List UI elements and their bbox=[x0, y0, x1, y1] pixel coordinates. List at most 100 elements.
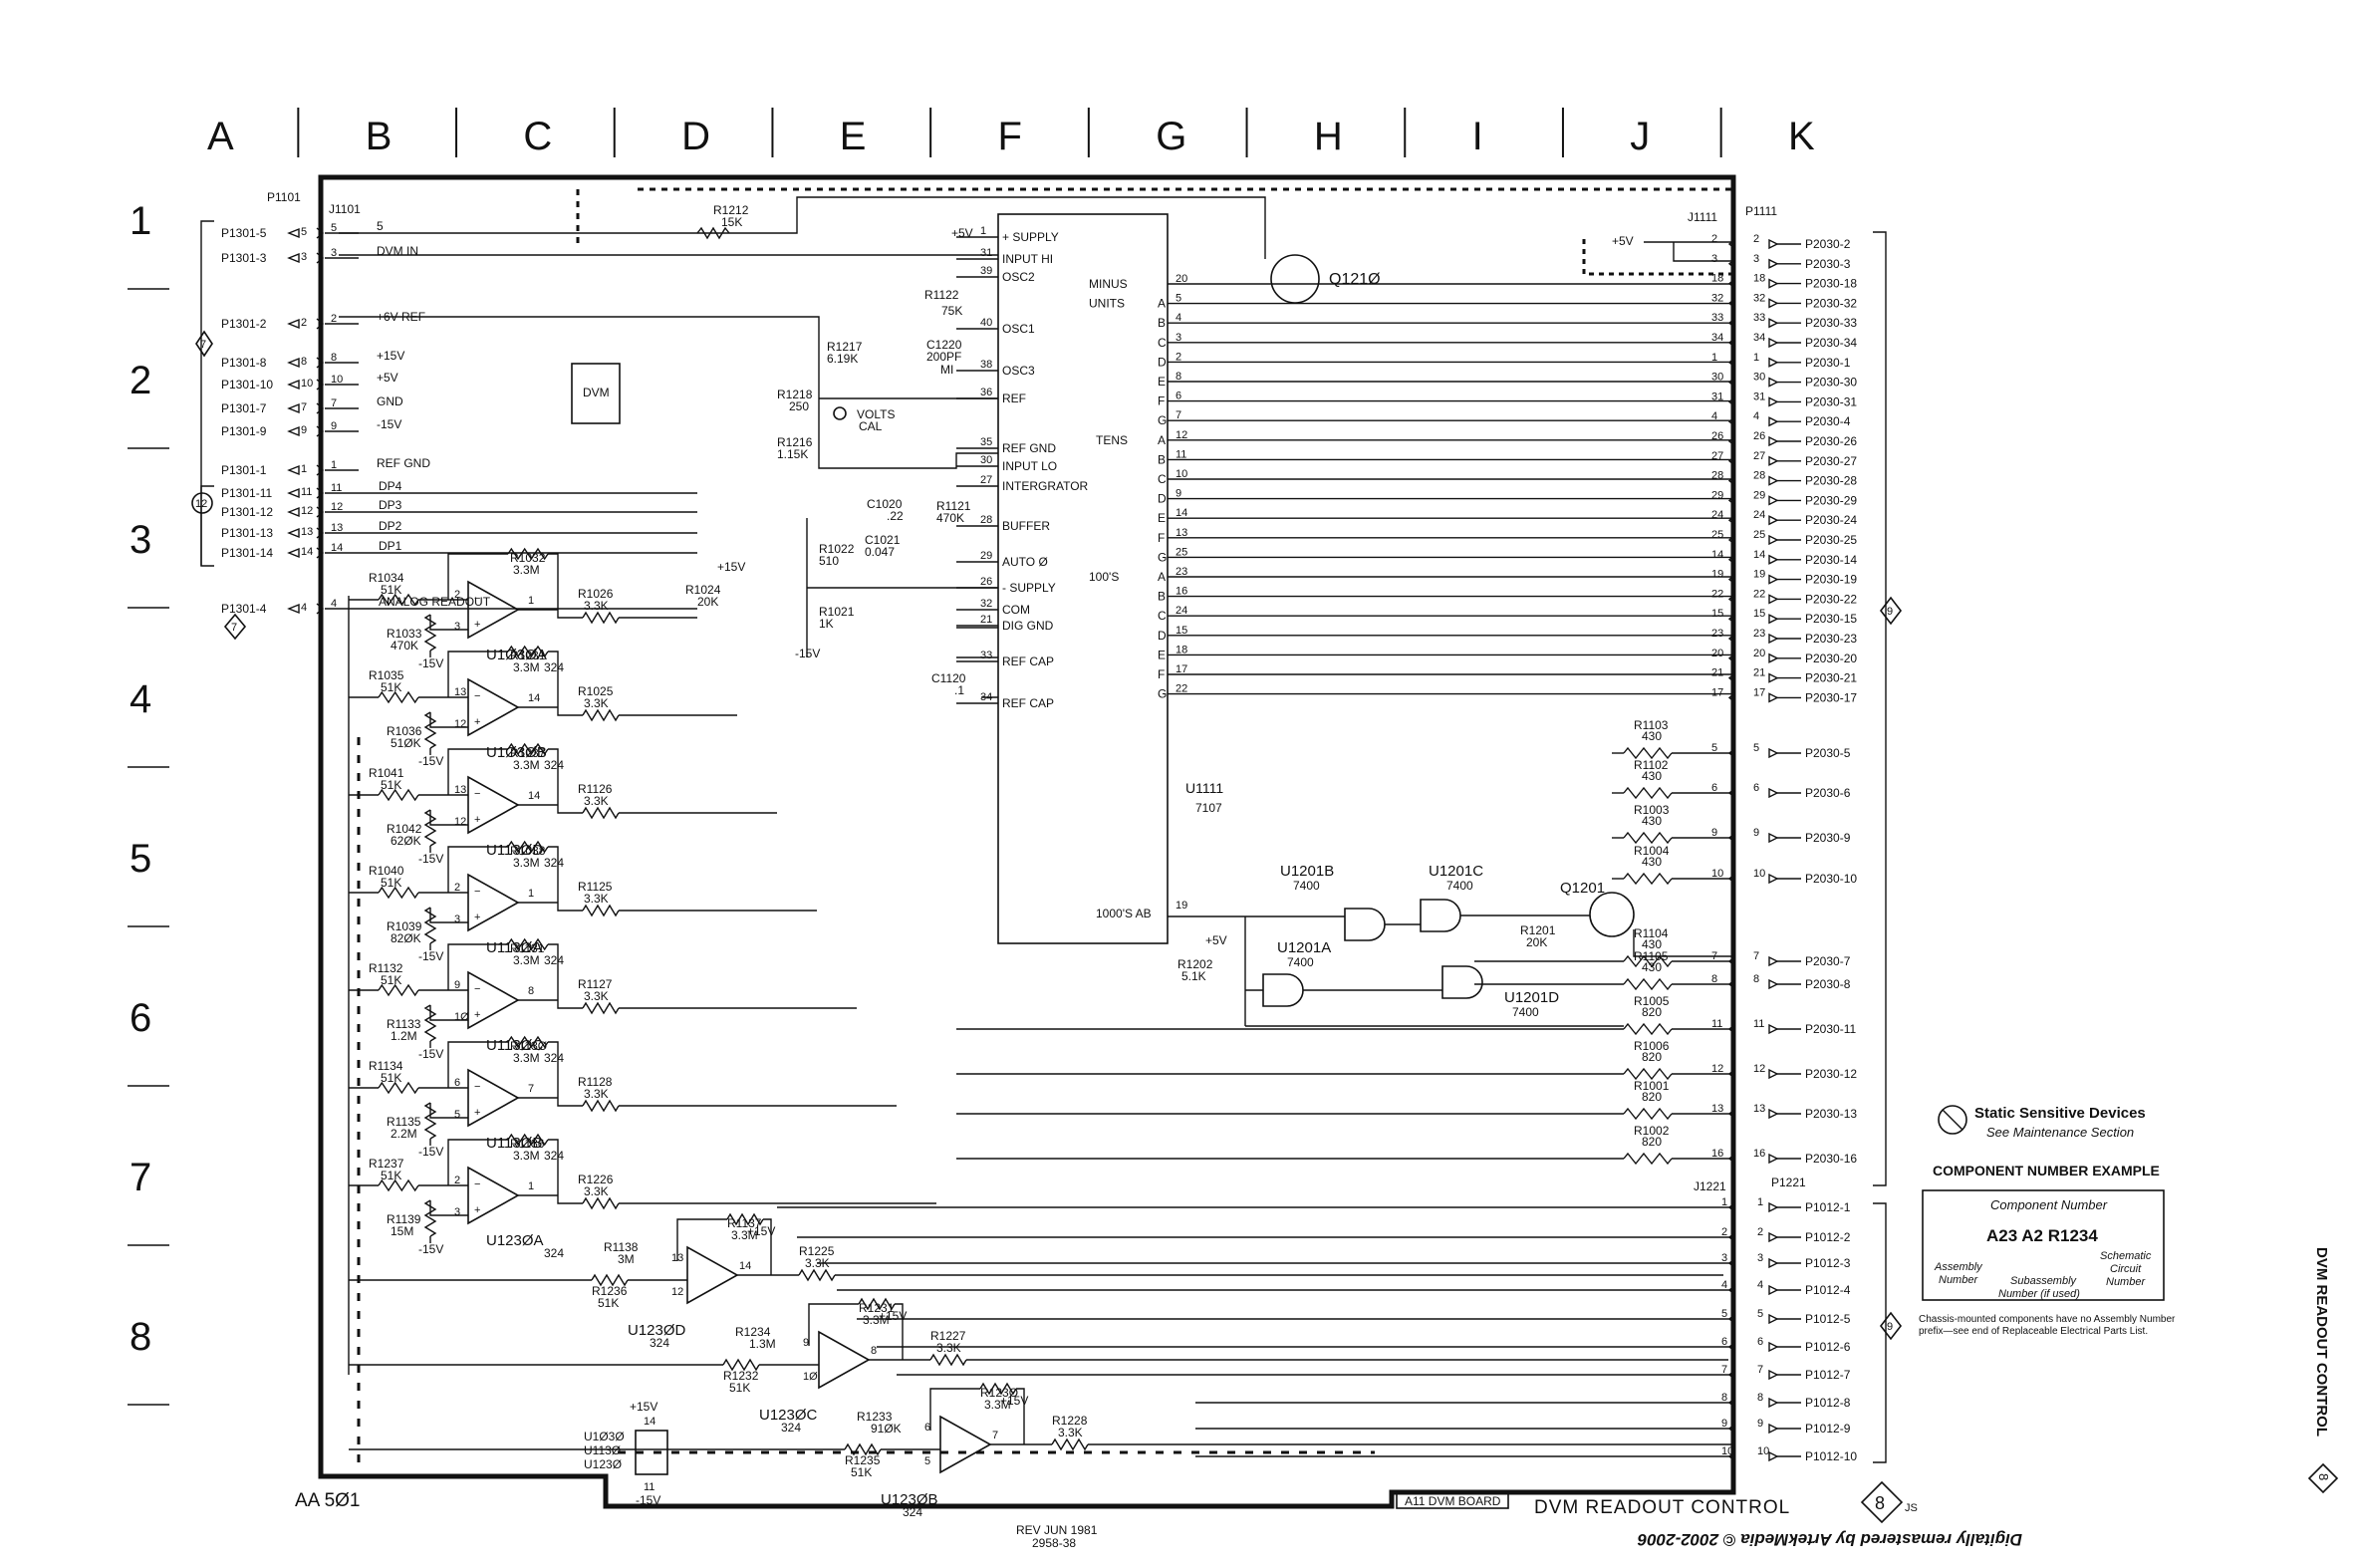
connector-arrow-icon bbox=[287, 527, 325, 539]
left-pin-number: 14 bbox=[301, 546, 313, 558]
opamp-pin-out: 1 bbox=[528, 1180, 534, 1192]
left-pin-name: P1301-9 bbox=[221, 424, 267, 438]
opamp-part: 324 bbox=[544, 758, 564, 772]
opamp-part: 324 bbox=[903, 1505, 922, 1519]
u1111-segment-label: B bbox=[1158, 590, 1166, 604]
connector-arrow-icon bbox=[287, 506, 325, 518]
c1120-label: C1120 bbox=[931, 671, 966, 685]
u1111-pin-number: 26 bbox=[980, 576, 992, 588]
right-net-label: P2030-6 bbox=[1805, 786, 1851, 800]
resistor-icon bbox=[507, 1035, 549, 1049]
left-pin-name: P1301-10 bbox=[221, 378, 273, 392]
c1220-value: 200PF bbox=[926, 350, 961, 364]
u1111-segment-label: F bbox=[1158, 531, 1165, 545]
c1021-label: C1021 bbox=[865, 533, 901, 547]
diagram-title: DVM READOUT CONTROL bbox=[1534, 1497, 1790, 1518]
right-plug-number: 22 bbox=[1753, 588, 1765, 600]
p1012-plug-number: 10 bbox=[1757, 1445, 1769, 1457]
right-plug-number: 12 bbox=[1753, 1063, 1765, 1075]
connector-arrow-icon bbox=[1727, 574, 1779, 586]
rshunt-value: 2.2M bbox=[391, 1127, 417, 1141]
connector-arrow-icon bbox=[1727, 258, 1779, 270]
r1122-label: R1122 bbox=[924, 288, 959, 302]
connector-arrow-icon bbox=[287, 547, 325, 559]
right-plug-number: 4 bbox=[1753, 410, 1759, 422]
right-jack-number: 29 bbox=[1711, 489, 1723, 501]
opamp-part: 324 bbox=[650, 1336, 669, 1350]
opamp-stage: −+231U1Ø3ØA324R103451KR1033470KR10323.3M… bbox=[349, 547, 697, 674]
r1121-value: 470K bbox=[936, 511, 964, 525]
right-plug-number: 21 bbox=[1753, 667, 1765, 679]
connector-arrow-icon bbox=[287, 487, 325, 499]
q1210-transistor bbox=[1270, 254, 1320, 304]
opamp-pin-out: 14 bbox=[528, 692, 540, 704]
resistor-icon bbox=[582, 1196, 620, 1210]
right-plug-number: 28 bbox=[1753, 470, 1765, 482]
resistor-icon bbox=[378, 1178, 419, 1192]
opamp-wiring bbox=[349, 1388, 1733, 1450]
rf-value: 3.3M bbox=[513, 1051, 540, 1065]
u1201b-label: U1201B bbox=[1280, 863, 1334, 880]
rin-label: R1132 bbox=[369, 961, 403, 975]
right-plug-number: 9 bbox=[1753, 827, 1759, 839]
rf-value: 3.3M bbox=[513, 758, 540, 772]
p1012-plug-number: 6 bbox=[1757, 1336, 1763, 1348]
opamp-pin-pos: 3 bbox=[454, 914, 460, 925]
u1111-segment-label: B bbox=[1158, 316, 1166, 330]
resistor-icon bbox=[1623, 977, 1673, 991]
p1012-net-label: P1012-3 bbox=[1805, 1256, 1851, 1270]
lower-resistor-label: R1001 bbox=[1634, 1079, 1670, 1093]
left-pin-number: 5 bbox=[301, 226, 307, 238]
opamp-stage: −+657U113ØB324R113451KR11352.2MR113Ø3.3M… bbox=[349, 1035, 897, 1163]
left-jack-number: 7 bbox=[331, 397, 337, 409]
right-jack-number: 34 bbox=[1711, 332, 1723, 344]
u1111-pin-label: REF bbox=[1002, 392, 1026, 405]
u1111-pin-number: 29 bbox=[980, 550, 992, 562]
credit: Digitally remastered by ArtekMedia © 200… bbox=[1637, 1530, 2022, 1549]
u1111-right-pin: 15 bbox=[1176, 625, 1187, 637]
ref-circle-12 bbox=[191, 492, 213, 514]
lower-opamp-stage: 131214U123ØD324R123651KR11383MR11373.3MR… bbox=[349, 1212, 1723, 1350]
resistor-icon bbox=[858, 1297, 896, 1311]
u1111-right-pin: 14 bbox=[1176, 507, 1187, 519]
rshunt-value: 1.3M bbox=[749, 1337, 776, 1351]
opamp-stage: −+131214U1Ø3ØB324R103551KR103651ØKR10313… bbox=[349, 645, 737, 772]
footer: AA 5Ø1 REV JUN 1981 2958-38 A11 DVM BOAR… bbox=[295, 1247, 2339, 1550]
opamp-triangle bbox=[467, 873, 520, 932]
rout-value: 3.3K bbox=[584, 794, 609, 808]
right-jack-number: 20 bbox=[1711, 648, 1723, 659]
p1012-net-label: P1012-4 bbox=[1805, 1283, 1851, 1297]
u1111-right-pin: 13 bbox=[1176, 527, 1187, 539]
right-plug-number: 27 bbox=[1753, 450, 1765, 462]
right-jack-number: 33 bbox=[1711, 312, 1723, 324]
resistor-icon bbox=[582, 1001, 620, 1015]
right-jack-number: 4 bbox=[1711, 410, 1717, 422]
ref-7b: 7 bbox=[231, 622, 237, 634]
lower-resistor-value: 820 bbox=[1642, 1050, 1662, 1064]
u1111-pin-number: 40 bbox=[980, 317, 992, 329]
u1111-pin-label: INPUT HI bbox=[1002, 252, 1053, 266]
u1111-segment-label: D bbox=[1158, 629, 1167, 643]
right-jack-number: 32 bbox=[1711, 292, 1723, 304]
resistor-icon bbox=[582, 708, 620, 722]
plus15-label: +15V bbox=[747, 1224, 775, 1238]
thousands-label: 1000'S AB bbox=[1096, 907, 1152, 920]
left-pin-number: 9 bbox=[301, 424, 307, 436]
rout-value: 3.3K bbox=[584, 892, 609, 906]
rshunt-label: R1234 bbox=[735, 1325, 771, 1339]
p1012-jack-number: 7 bbox=[1721, 1364, 1727, 1376]
right-plug-number: 3 bbox=[1753, 253, 1759, 265]
